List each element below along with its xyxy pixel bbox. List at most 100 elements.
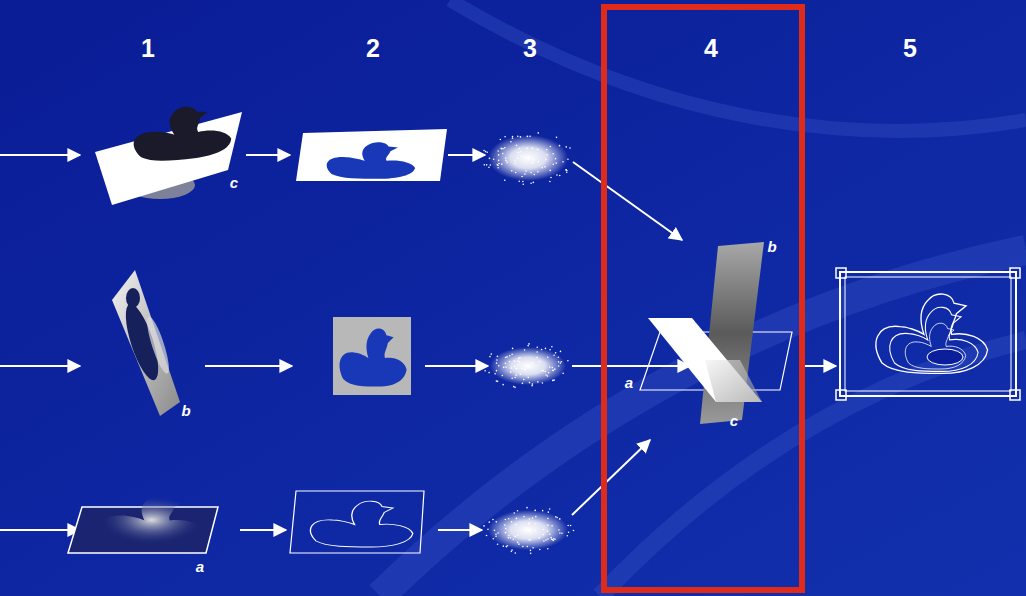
speckle [518, 181, 520, 183]
speckle [520, 156, 522, 158]
column-number: 1 [141, 36, 155, 61]
speckle [517, 542, 519, 544]
speckle [516, 368, 518, 370]
speckle [517, 135, 519, 137]
speckle [498, 160, 500, 162]
speckle [547, 375, 549, 377]
speckle [488, 521, 490, 523]
speckle [515, 552, 517, 554]
speckle [552, 367, 554, 369]
speckle [517, 534, 519, 536]
speckle [502, 384, 504, 386]
speckle [517, 364, 519, 366]
speckle [510, 371, 512, 373]
speckle [568, 531, 570, 533]
speckle [494, 373, 496, 375]
speckle [508, 537, 510, 539]
column-number: 2 [366, 36, 380, 61]
speckle [497, 543, 499, 545]
speckle [550, 537, 552, 539]
speckle [559, 518, 561, 520]
speckle [515, 162, 517, 164]
speckle [498, 163, 500, 165]
speckle [534, 530, 536, 532]
speckle [562, 373, 564, 375]
speckle [534, 510, 536, 512]
speckle [492, 538, 494, 540]
speckle [543, 540, 545, 542]
speckle [492, 519, 494, 521]
speckle [517, 510, 519, 512]
speckle [494, 530, 496, 532]
speckle [535, 516, 537, 518]
speckle [532, 383, 534, 385]
speckle [515, 374, 517, 376]
speckle [549, 366, 551, 368]
speckle [543, 529, 545, 531]
speckle [536, 351, 538, 353]
speckle [522, 183, 524, 185]
plane-label: a [196, 559, 204, 574]
speckle [524, 349, 526, 351]
speckle [530, 539, 532, 541]
speckle [504, 147, 506, 149]
projection-plane [112, 270, 180, 416]
speckle [525, 368, 527, 370]
speckle [505, 532, 507, 534]
speckle [530, 553, 532, 555]
speckle [519, 357, 521, 359]
speckle [538, 537, 540, 539]
speckle [529, 135, 531, 137]
speckle [551, 525, 553, 527]
speckle [555, 352, 557, 354]
speckle [527, 136, 529, 138]
speckle [531, 385, 533, 387]
speckle [497, 164, 499, 166]
speckle [565, 146, 567, 148]
speckle [514, 387, 516, 389]
speckle [501, 163, 503, 165]
speckle [554, 538, 556, 540]
speckle [566, 172, 568, 174]
speckle [524, 173, 526, 175]
speckle [537, 381, 539, 383]
speckle [488, 372, 490, 374]
speckle [523, 516, 525, 518]
speckle [525, 366, 527, 368]
speckle [489, 158, 491, 160]
speckle [502, 545, 504, 547]
speckle [532, 182, 534, 184]
speckle [512, 137, 514, 139]
speckle [513, 386, 515, 388]
speckle [522, 546, 524, 548]
speckle [551, 538, 553, 540]
speckle [545, 348, 547, 350]
speckle [486, 164, 488, 166]
speckle [533, 174, 535, 176]
speckle [530, 172, 532, 174]
speckle [566, 170, 568, 172]
speckle [487, 529, 489, 531]
speckle [505, 528, 507, 530]
speckle [515, 172, 517, 174]
column-number: 5 [903, 36, 917, 61]
speckle [549, 349, 551, 351]
speckle [516, 145, 518, 147]
projection-image [296, 129, 447, 181]
fourier-transform [483, 132, 574, 554]
swoosh [380, 0, 1026, 596]
plane-label: c [730, 413, 738, 428]
speckle [520, 373, 522, 375]
speckle [553, 540, 555, 542]
speckle [508, 518, 510, 520]
speckle [532, 547, 534, 549]
projection-image [290, 491, 424, 553]
speckle [536, 346, 538, 348]
speckle [513, 360, 515, 362]
speckle [541, 349, 543, 351]
speckle [561, 533, 563, 535]
speckle [552, 380, 554, 382]
speckle [547, 538, 549, 540]
speckle [528, 343, 530, 345]
